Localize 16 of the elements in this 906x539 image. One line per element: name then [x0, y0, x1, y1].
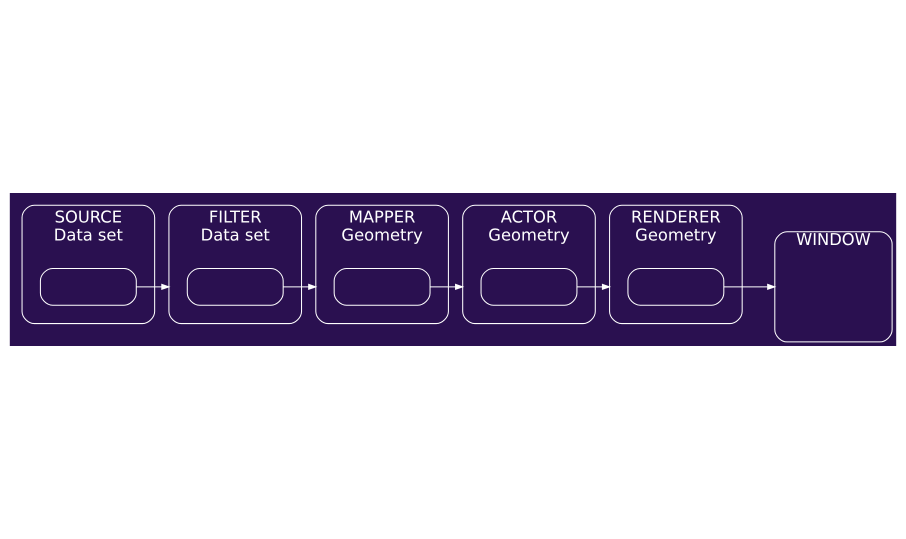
- cluster: RENDERER Geometry: [609, 204, 743, 324]
- arrow: [283, 284, 318, 290]
- node-box: WINDOW: [774, 231, 893, 342]
- cluster: SOURCE Data set: [22, 204, 156, 324]
- node-box: [627, 268, 724, 306]
- node-box: [40, 268, 137, 306]
- arrow: [577, 284, 612, 290]
- arrow: [724, 284, 776, 290]
- node-box: [334, 268, 431, 306]
- cluster: MAPPER Geometry: [315, 204, 449, 324]
- arrow: [136, 284, 170, 290]
- cluster: FILTER Data set: [168, 204, 302, 324]
- node-box: [186, 268, 284, 306]
- node-box: [480, 268, 578, 306]
- cluster: ACTOR Geometry: [462, 204, 596, 324]
- arrow: [430, 284, 464, 290]
